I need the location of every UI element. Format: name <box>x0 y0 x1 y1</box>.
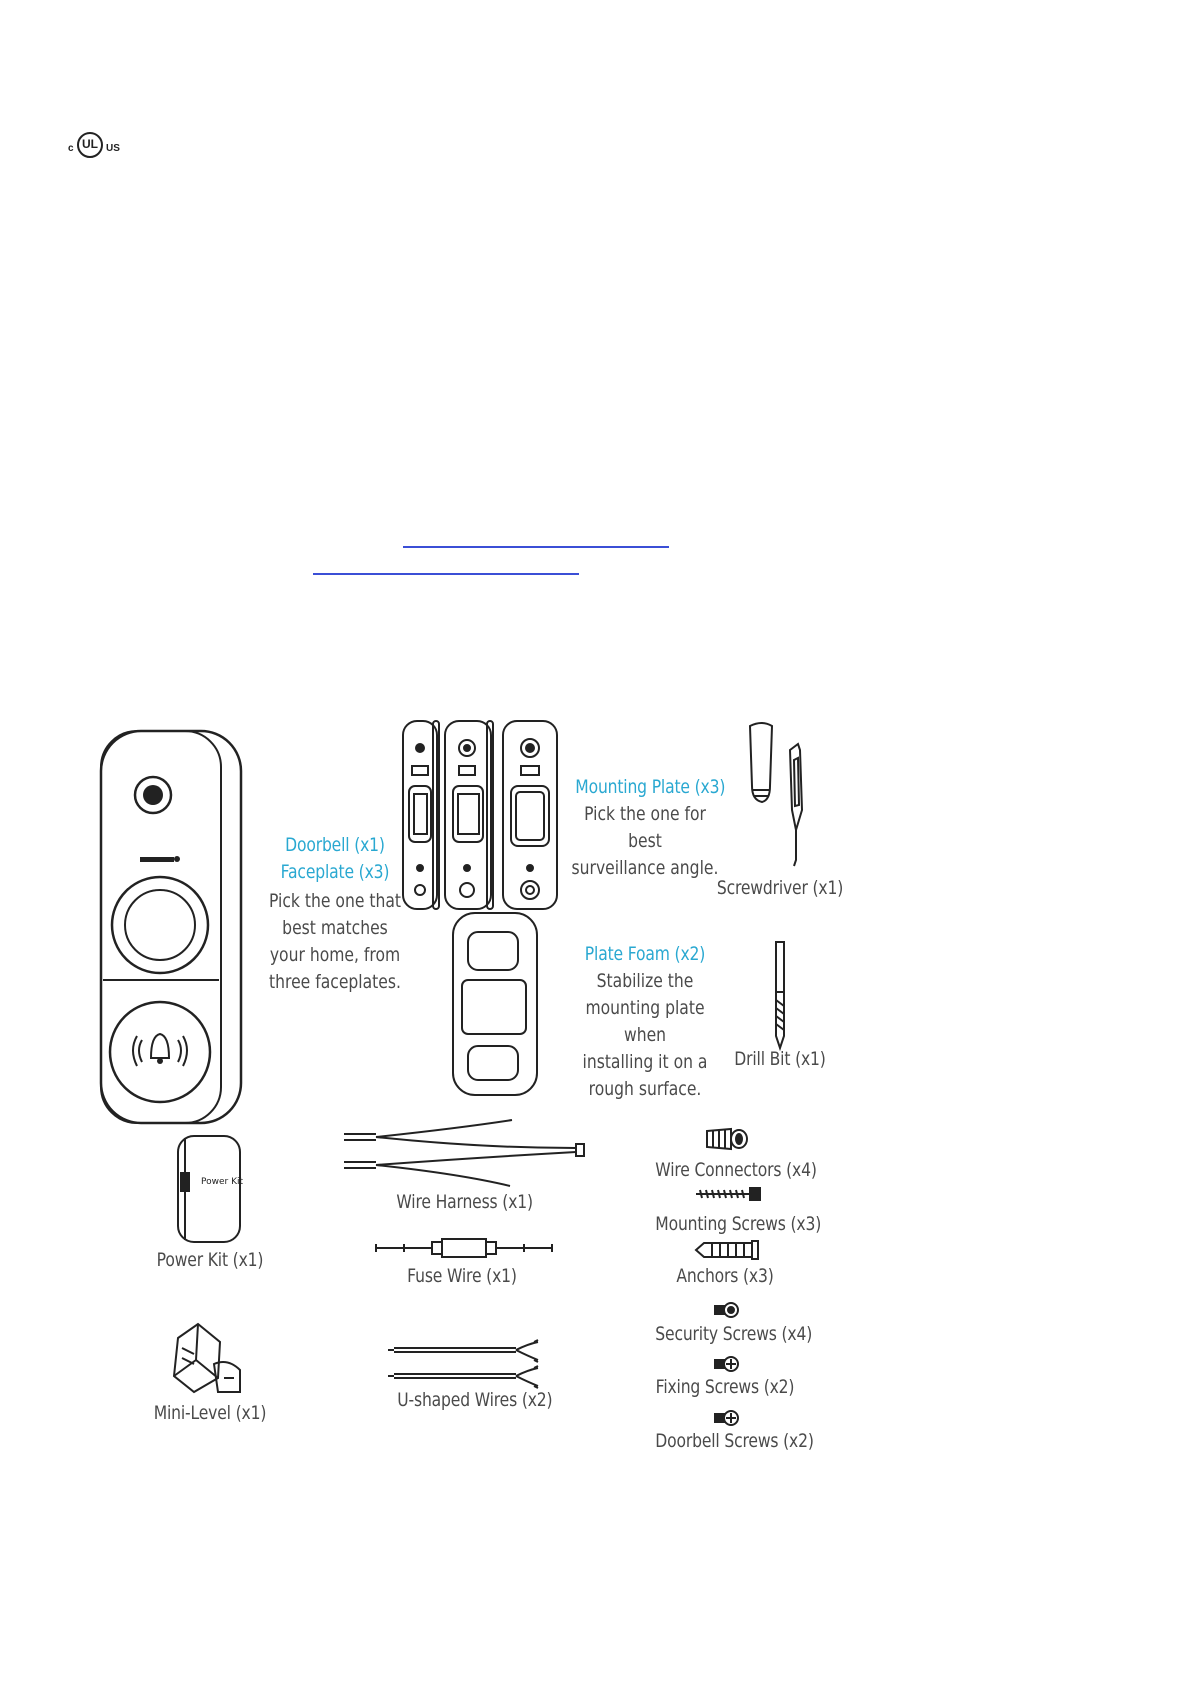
cert-left: c <box>68 143 74 154</box>
doorbell-screws-label: Doorbell Screws (x2) <box>655 1430 814 1452</box>
faceplate-title: Faceplate (x3) <box>280 861 390 883</box>
mini-level-label: Mini-Level (x1) <box>153 1402 267 1424</box>
security-screw-icon <box>714 1302 739 1318</box>
doorbell-title: Doorbell (x1) <box>285 834 385 856</box>
wire-connector-icon <box>706 1127 748 1151</box>
wire-connectors-label: Wire Connectors (x4) <box>655 1159 817 1181</box>
ul-certification-mark: c UL US <box>68 132 124 162</box>
drill-bit-illustration <box>775 941 785 1052</box>
power-kit-box-label: Power Kit <box>201 1177 244 1187</box>
ul-circle: UL <box>77 132 103 158</box>
mounting-screw-icon <box>696 1187 761 1201</box>
wire-harness-illustration <box>344 1119 585 1187</box>
cert-right: US <box>106 143 120 154</box>
fuse-wire-label: Fuse Wire (x1) <box>407 1265 517 1287</box>
u-shaped-wires-illustration <box>388 1339 539 1389</box>
fixing-screw-icon <box>714 1356 739 1372</box>
link-underline-1[interactable] <box>403 546 669 548</box>
faceplates-illustration <box>402 720 558 910</box>
doorbell-illustration <box>99 729 243 1125</box>
power-kit-illustration <box>177 1135 241 1243</box>
wire-harness-label: Wire Harness (x1) <box>396 1191 533 1213</box>
plate-foam-illustration <box>452 912 538 1096</box>
mini-level-illustration <box>172 1322 241 1394</box>
security-screws-label: Security Screws (x4) <box>655 1323 813 1345</box>
anchor-icon <box>694 1240 759 1260</box>
drill-bit-label: Drill Bit (x1) <box>734 1048 826 1070</box>
mounting-screws-label: Mounting Screws (x3) <box>655 1213 822 1235</box>
screwdriver-label: Screwdriver (x1) <box>716 877 844 899</box>
cert-center: UL <box>82 137 98 151</box>
mounting-plate-title: Mounting Plate (x3) <box>575 776 726 798</box>
u-shaped-wires-label: U-shaped Wires (x2) <box>397 1389 553 1411</box>
power-kit-label: Power Kit (x1) <box>156 1249 264 1271</box>
anchors-label: Anchors (x3) <box>676 1265 774 1287</box>
fixing-screws-label: Fixing Screws (x2) <box>655 1376 795 1398</box>
screwdriver-illustration <box>748 722 804 867</box>
link-underline-2[interactable] <box>313 573 579 575</box>
doorbell-screw-icon <box>714 1410 739 1426</box>
plate-foam-title: Plate Foam (x2) <box>584 943 706 965</box>
fuse-wire-illustration <box>375 1238 553 1258</box>
